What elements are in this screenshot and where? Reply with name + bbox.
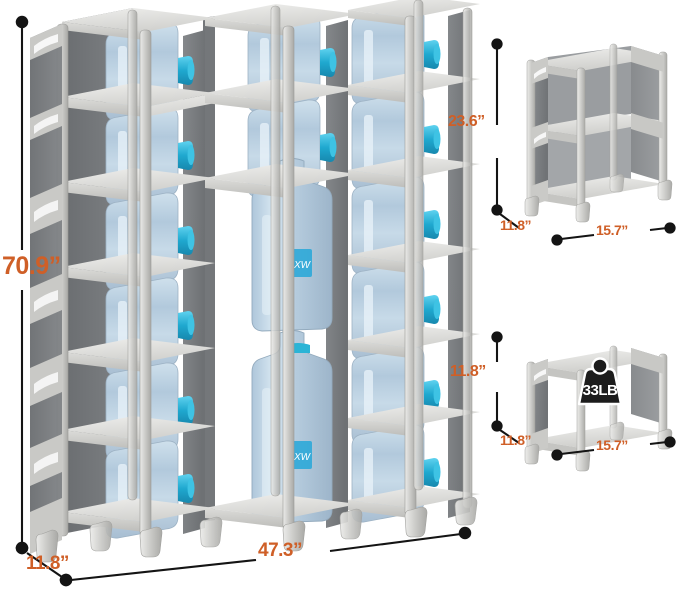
dimension-label-one-tier-width: 15.7” bbox=[596, 437, 628, 453]
dimension-label-one-tier-height: 11.8” bbox=[450, 363, 486, 380]
svg-text:XW: XW bbox=[293, 452, 312, 463]
dimdot-top-depth-end bbox=[551, 234, 563, 246]
dimline-main-width-right bbox=[329, 532, 462, 553]
dimdot-bot-width-right bbox=[664, 436, 676, 448]
weight-icon bbox=[577, 357, 623, 406]
dimdot-main-height-top bbox=[15, 15, 29, 29]
dimension-label-two-tier-height: 23.6” bbox=[448, 113, 485, 130]
dimdot-main-depth-start bbox=[15, 541, 29, 555]
dimdot-top-width-right bbox=[664, 222, 676, 234]
load-capacity-badge: 33LB bbox=[572, 356, 628, 406]
dimdot-bot-height-top bbox=[491, 331, 503, 343]
dimdot-main-width-left bbox=[59, 573, 73, 587]
svg-text:XW: XW bbox=[293, 260, 312, 271]
dimline-top-width-right bbox=[649, 226, 668, 232]
dimension-label-main-depth: 11.8” bbox=[26, 553, 69, 574]
dimension-label-two-tier-width: 15.7” bbox=[596, 222, 628, 238]
dimension-label-one-tier-depth: 11.8” bbox=[500, 432, 531, 448]
dimdot-bot-depth-end bbox=[551, 449, 563, 461]
dimension-label-main-width: 47.3” bbox=[258, 540, 302, 561]
dimline-bot-width-right bbox=[649, 440, 668, 446]
dimension-label-two-tier-depth: 11.8” bbox=[500, 217, 531, 233]
dimline-bot-depth bbox=[499, 429, 520, 444]
dimdot-main-width-right bbox=[458, 526, 472, 540]
dimline-main-depth bbox=[26, 552, 63, 578]
dimdot-top-height-bottom bbox=[491, 204, 503, 216]
dimdot-bot-height-bottom bbox=[491, 420, 503, 432]
dimdot-top-height-top bbox=[491, 38, 503, 50]
dimline-main-width-left bbox=[70, 558, 257, 582]
dimline-bot-width-left bbox=[560, 448, 595, 456]
dimension-label-main-height: 70.9” bbox=[2, 252, 61, 280]
dimline-top-width-left bbox=[560, 233, 595, 241]
load-capacity-label: 33LB bbox=[582, 382, 618, 399]
dimline-top-depth bbox=[499, 213, 520, 229]
